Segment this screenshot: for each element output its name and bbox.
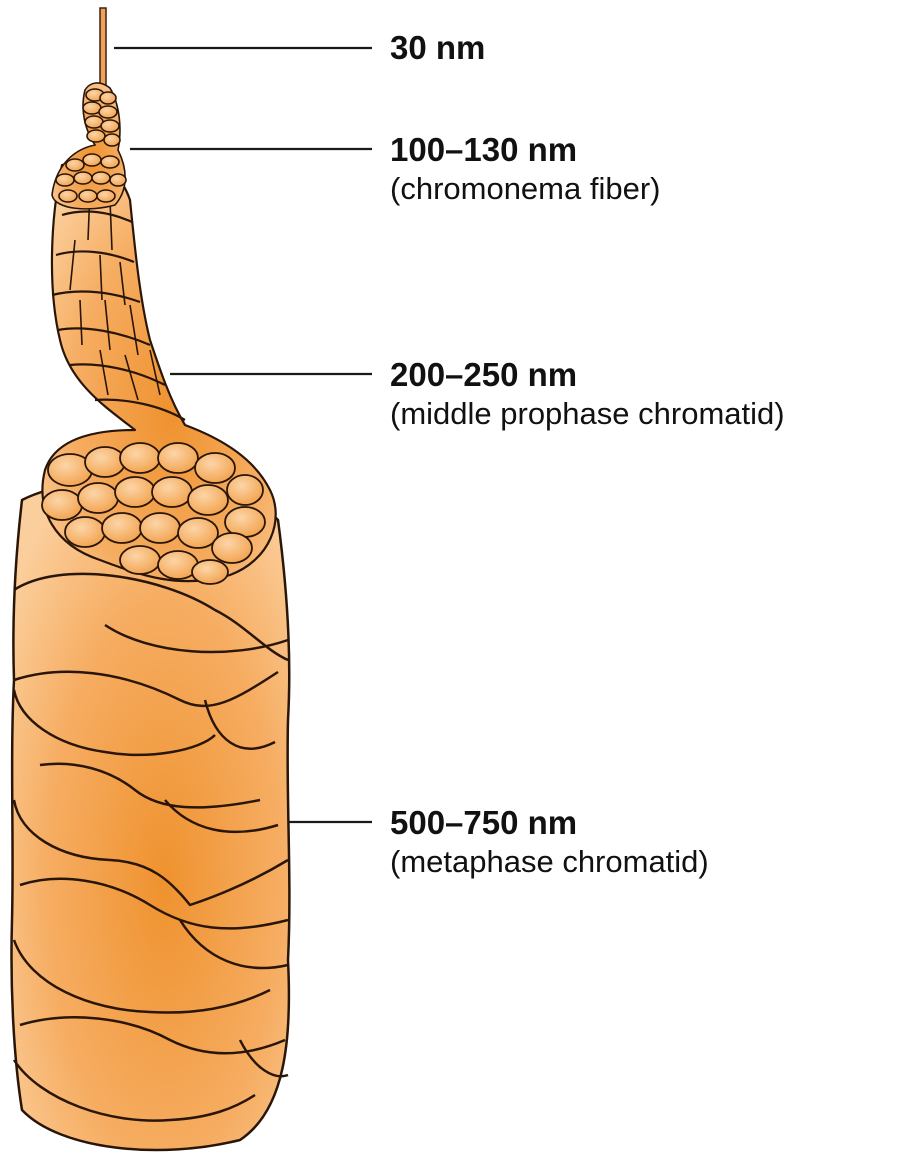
label-chromonema-description: (chromonema fiber) [390,170,660,208]
metaphase-chromatid [11,480,289,1150]
fiber-30nm [100,8,106,90]
label-30nm-size: 30 nm [390,28,485,68]
label-prophase: 200–250 nm (middle prophase chromatid) [390,355,785,433]
metaphase-body [11,480,289,1150]
chromonema-fiber [52,83,126,209]
label-chromonema: 100–130 nm (chromonema fiber) [390,130,660,208]
label-metaphase-description: (metaphase chromatid) [390,843,709,881]
label-metaphase-size: 500–750 nm [390,803,709,843]
label-prophase-size: 200–250 nm [390,355,785,395]
label-30nm: 30 nm [390,28,485,68]
label-chromonema-size: 100–130 nm [390,130,660,170]
label-metaphase: 500–750 nm (metaphase chromatid) [390,803,709,881]
label-prophase-description: (middle prophase chromatid) [390,395,785,433]
